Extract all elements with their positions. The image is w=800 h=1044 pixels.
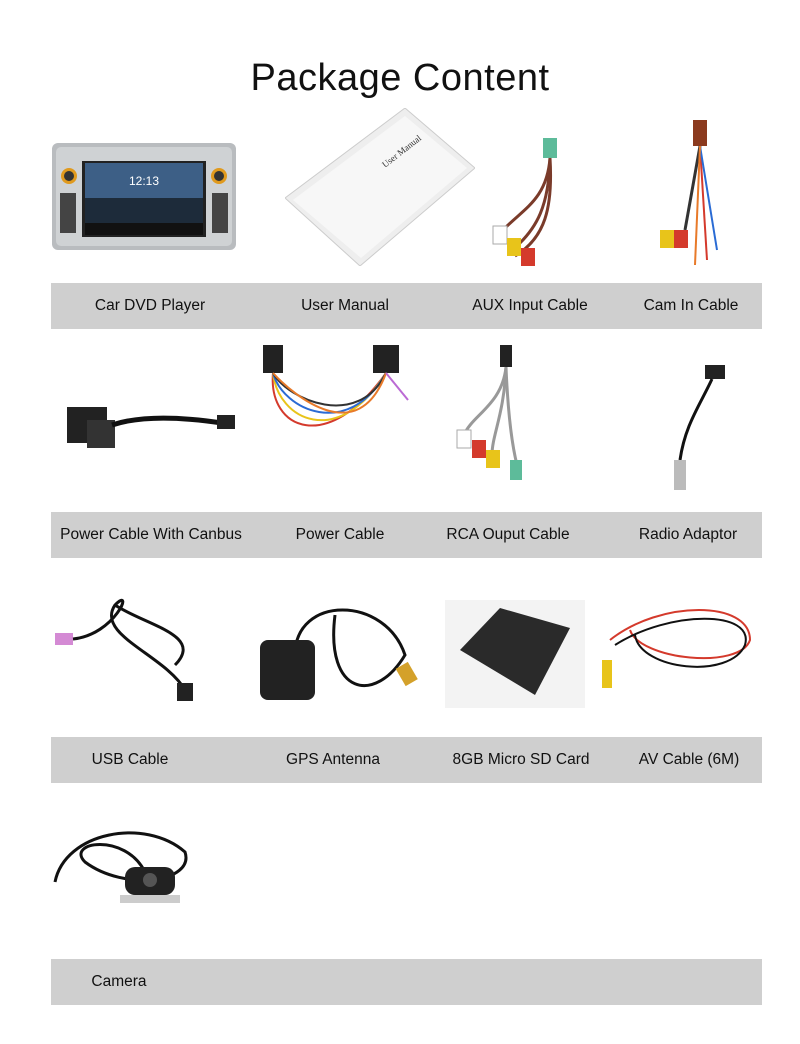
page-title: Package Content bbox=[250, 57, 550, 100]
item-label: RCA Ouput Cable bbox=[446, 526, 570, 543]
item-label: User Manual bbox=[301, 297, 389, 314]
user-manual-image: User Manual bbox=[285, 108, 475, 266]
label-bar-row-2: Power Cable With Canbus Power Cable RCA … bbox=[51, 512, 762, 558]
item-label: Power Cable bbox=[295, 526, 385, 543]
item-label: Cam In Cable bbox=[643, 297, 739, 314]
label-bar-row-4: Camera bbox=[51, 959, 762, 1005]
gps-antenna-image bbox=[260, 608, 418, 700]
item-label: Power Cable With Canbus bbox=[60, 526, 242, 543]
aux-cable-image bbox=[492, 138, 557, 266]
item-label: Camera bbox=[91, 973, 147, 990]
item-label: AUX Input Cable bbox=[472, 297, 588, 314]
radio-adaptor-image bbox=[674, 365, 725, 490]
item-label: USB Cable bbox=[91, 751, 169, 768]
power-cable-image bbox=[263, 345, 409, 427]
usb-cable-image bbox=[55, 598, 193, 701]
canbus-cable-image bbox=[67, 407, 235, 448]
item-label: GPS Antenna bbox=[286, 751, 380, 768]
label-bar-row-3: USB Cable GPS Antenna 8GB Micro SD Card … bbox=[51, 737, 762, 783]
label-bar-row-1: Car DVD Player User Manual AUX Input Cab… bbox=[51, 283, 762, 329]
camera-image bbox=[53, 831, 188, 903]
item-label: 8GB Micro SD Card bbox=[452, 751, 590, 768]
av-cable-image bbox=[602, 609, 752, 688]
screen-clock: 12:13 bbox=[129, 174, 159, 188]
item-label: AV Cable (6M) bbox=[638, 751, 740, 768]
item-label: Car DVD Player bbox=[94, 297, 206, 314]
item-label: Radio Adaptor bbox=[638, 526, 738, 543]
car-dvd-player-image: 12:13 bbox=[52, 143, 236, 250]
cam-in-cable-image bbox=[660, 120, 718, 266]
rca-cable-image bbox=[456, 345, 522, 480]
sd-card-image bbox=[445, 600, 585, 708]
